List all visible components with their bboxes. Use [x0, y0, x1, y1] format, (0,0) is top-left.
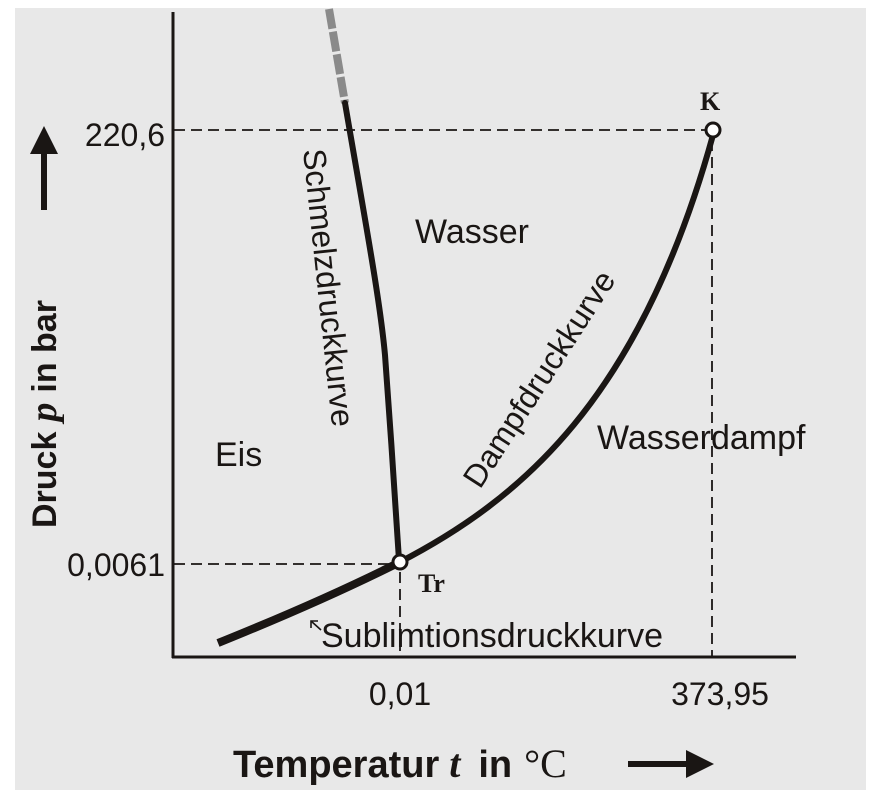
x-tick-triple-temperature: 0,01: [369, 676, 431, 712]
sublimation-curve-label: Sublimtionsdruckkurve: [321, 617, 663, 655]
x-axis-label-symbol: t: [449, 741, 462, 786]
y-axis-label-unit: in bar: [26, 300, 64, 393]
triple-point-label: Tr: [418, 569, 445, 598]
sublimation-curve: [216, 559, 400, 647]
x-axis-label-unit-prefix: in: [478, 744, 512, 786]
y-axis-label-word: Druck: [26, 432, 64, 528]
y-axis-arrow-icon: [30, 126, 58, 210]
melting-curve-label: Schmelzdruckkurve: [296, 147, 361, 428]
region-label-steam: Wasserdampf: [597, 419, 806, 457]
critical-point-marker: [704, 121, 722, 139]
x-axis-label-word: Temperatur: [233, 744, 439, 786]
axes: [171, 12, 796, 659]
y-axis-label: Druck p in bar: [23, 300, 65, 528]
reference-lines: [174, 129, 713, 656]
sublimation-pointer-arrow-icon: [310, 620, 322, 631]
x-axis-label-unit: °C: [524, 741, 567, 786]
vapor-pressure-curve: [396, 134, 716, 566]
region-label-water: Wasser: [415, 213, 529, 251]
critical-point-label: K: [700, 87, 721, 116]
y-tick-triple-pressure: 0,0061: [67, 547, 165, 583]
melting-curve: [342, 100, 402, 563]
svg-text:Druck p in bar: Druck p in bar: [23, 300, 65, 528]
diagram-background: [15, 8, 866, 790]
region-label-ice: Eis: [215, 436, 262, 474]
x-axis-arrow-icon: [628, 750, 714, 778]
triple-point-marker: [391, 553, 409, 571]
x-tick-critical-temperature: 373,95: [671, 676, 769, 712]
melting-curve-extrapolation: [325, 8, 349, 104]
y-axis-label-symbol: p: [23, 403, 65, 425]
x-axis-label: Temperatur t in °C: [233, 741, 567, 786]
svg-text:Temperatur t in: Temperatur t in °C: [233, 741, 567, 786]
y-tick-critical-pressure: 220,6: [85, 117, 165, 153]
